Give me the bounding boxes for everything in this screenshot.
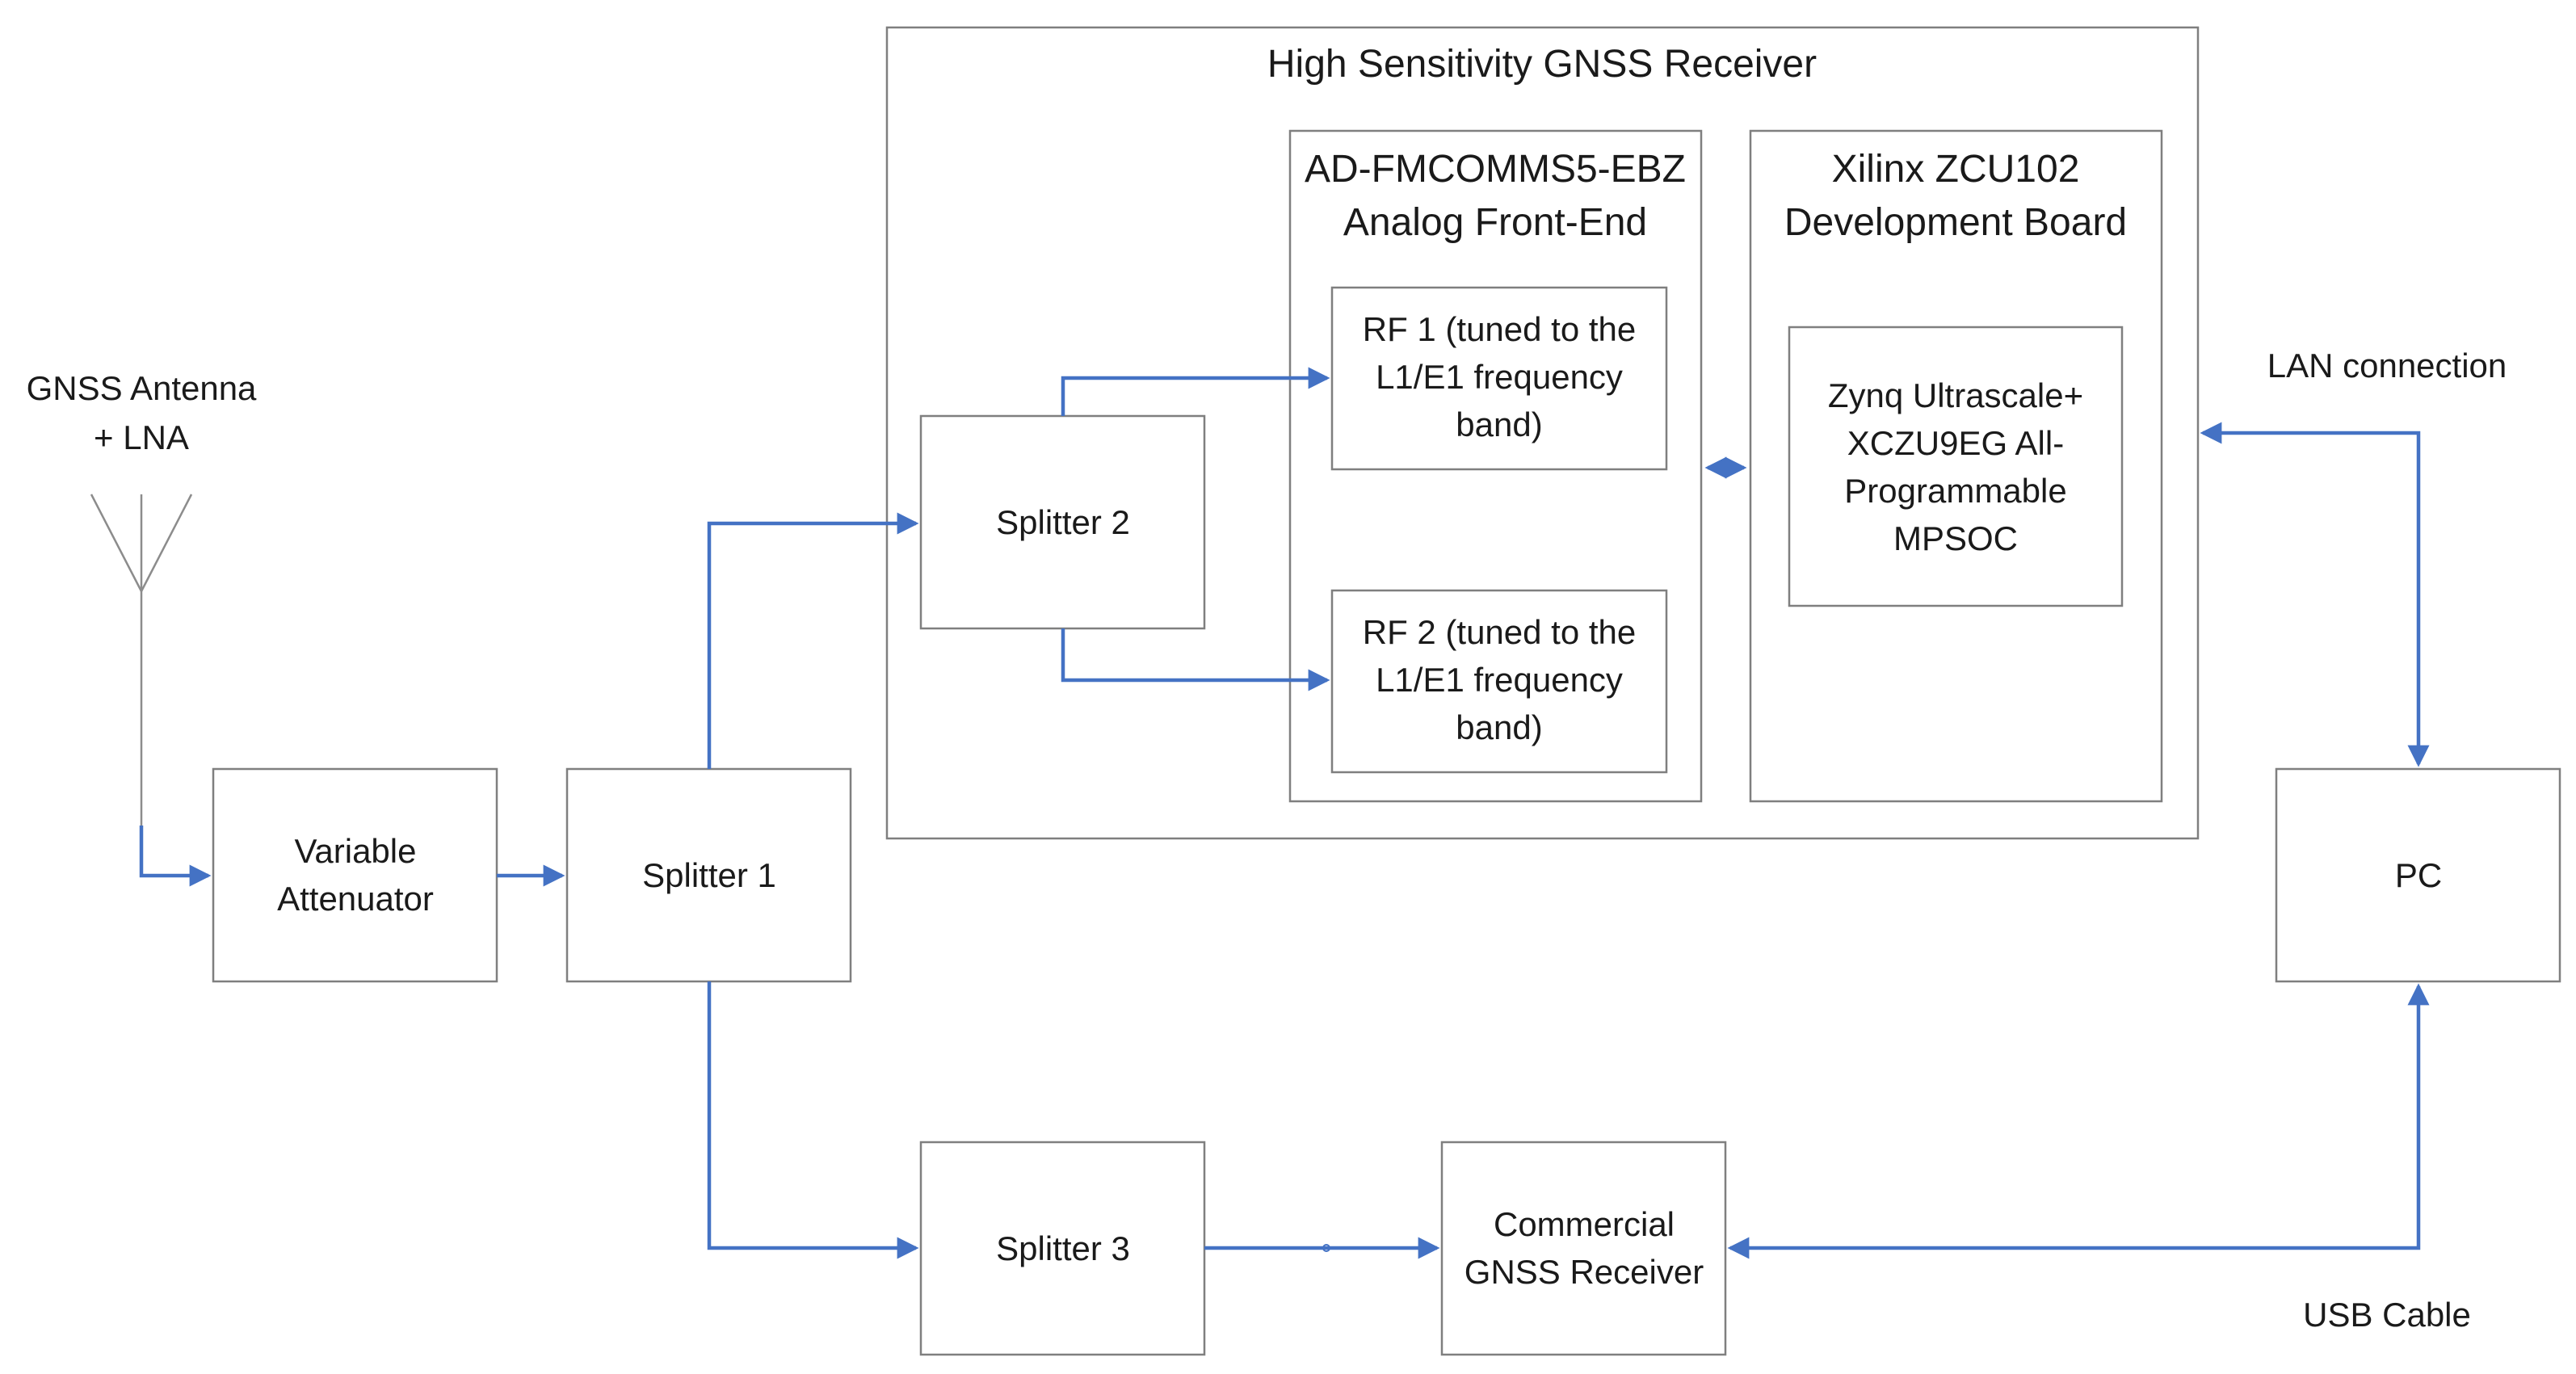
variable-attenuator-line1: Variable [295, 832, 417, 870]
analog-front-end-line1: AD-FMCOMMS5-EBZ [1305, 148, 1686, 191]
mpsoc-line2: XCZU9EG All- [1847, 424, 2064, 462]
antenna-label-line1: GNSS Antenna [27, 369, 257, 407]
rf1-box [1330, 286, 1668, 471]
rf2-line3: band) [1456, 708, 1542, 746]
high-sensitivity-receiver-title: High Sensitivity GNSS Receiver [1267, 43, 1817, 86]
commercial-receiver-line2: GNSS Receiver [1464, 1253, 1704, 1291]
rf1-line1: RF 1 (tuned to the [1363, 310, 1637, 348]
wire-splitter1-to-splitter2 [707, 512, 919, 769]
antenna-label-line2: + LNA [94, 418, 189, 456]
rf2-line1: RF 2 (tuned to the [1363, 613, 1637, 651]
antenna-icon [90, 494, 193, 826]
wire-splitter2-to-rf2 [1061, 628, 1330, 691]
pc-label: PC [2395, 856, 2442, 894]
mpsoc-line1: Zynq Ultrascale+ [1828, 376, 2083, 414]
splitter3-label: Splitter 3 [996, 1229, 1130, 1267]
wire-antenna-to-attenuator [139, 826, 212, 887]
variable-attenuator-line2: Attenuator [277, 880, 434, 918]
commercial-receiver-line1: Commercial [1494, 1205, 1675, 1243]
splitter2-box [919, 414, 1206, 630]
dev-board-line1: Xilinx ZCU102 [1832, 148, 2080, 191]
splitter2-label: Splitter 2 [996, 503, 1130, 541]
rf1-line2: L1/E1 frequency [1376, 358, 1623, 396]
rf2-line2: L1/E1 frequency [1376, 661, 1623, 699]
wire-splitter1-to-splitter3 [707, 981, 919, 1259]
pc-box [2275, 767, 2561, 983]
usb-cable-label: USB Cable [2303, 1296, 2471, 1334]
wire-splitter2-to-rf1 [1061, 367, 1330, 416]
connector-dot [1322, 1244, 1330, 1252]
rf2-box [1330, 589, 1668, 774]
rf1-line3: band) [1456, 405, 1542, 443]
dev-board-line2: Development Board [1784, 201, 2127, 244]
wire-usb-commercial-to-pc [1727, 983, 2430, 1259]
analog-front-end-line2: Analog Front-End [1343, 201, 1647, 244]
wire-lan-devboard-to-pc [2200, 422, 2430, 767]
commercial-receiver-box [1440, 1141, 1727, 1356]
splitter1-box [565, 767, 852, 983]
mpsoc-box [1788, 326, 2124, 607]
splitter1-label: Splitter 1 [642, 856, 776, 894]
variable-attenuator-box [212, 767, 498, 983]
lan-connection-label: LAN connection [2267, 347, 2507, 384]
splitter3-box [919, 1141, 1206, 1356]
mpsoc-line3: Programmable [1844, 472, 2066, 510]
mpsoc-line4: MPSOC [1893, 519, 2018, 557]
